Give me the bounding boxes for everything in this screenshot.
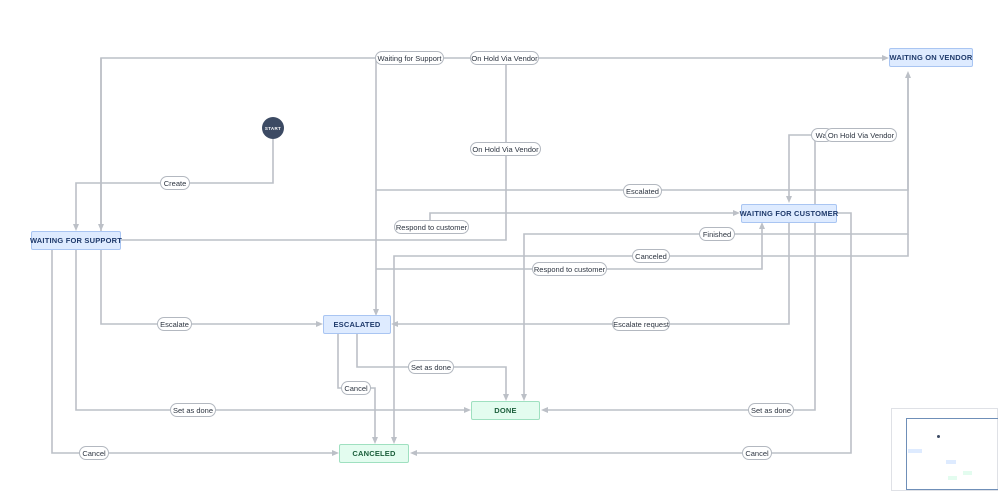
transition-cancel-right[interactable]: Cancel — [742, 446, 772, 460]
transition-set-as-done-mid[interactable]: Set as done — [408, 360, 454, 374]
status-canceled[interactable]: CANCELED — [339, 444, 409, 463]
status-label: DONE — [494, 406, 517, 415]
status-label: ESCALATED — [333, 320, 381, 329]
edge-escalate — [100, 250, 318, 325]
transition-escalated[interactable]: Escalated — [623, 184, 662, 198]
status-label: WAITING ON VENDOR — [889, 53, 973, 62]
start-label: START — [264, 125, 282, 131]
minimap-node — [963, 471, 972, 475]
edge-set-done-right — [546, 223, 816, 411]
edge-cancel-right — [415, 212, 852, 454]
minimap-viewport[interactable] — [906, 418, 998, 490]
edge-respond-top — [429, 212, 735, 227]
edge-respond-bottom — [376, 227, 763, 270]
transition-finished[interactable]: Finished — [699, 227, 735, 241]
transition-waiting-for-support[interactable]: Waiting for Support — [375, 51, 444, 65]
transition-cancel-mid[interactable]: Cancel — [341, 381, 371, 395]
status-waiting-for-support[interactable]: WAITING FOR SUPPORT — [29, 231, 123, 250]
edge-set-done-left — [75, 250, 466, 411]
status-waiting-for-customer[interactable]: WAITING FOR CUSTOMER — [739, 204, 839, 223]
status-label: CANCELED — [352, 449, 396, 458]
transition-canceled-mid[interactable]: Canceled — [632, 249, 670, 263]
transition-create[interactable]: Create — [160, 176, 190, 190]
minimap-start-dot — [937, 435, 940, 438]
transition-cancel-left[interactable]: Cancel — [79, 446, 109, 460]
minimap[interactable] — [891, 408, 998, 491]
status-done[interactable]: DONE — [471, 401, 540, 420]
status-waiting-on-vendor[interactable]: WAITING ON VENDOR — [889, 48, 973, 67]
transition-escalate[interactable]: Escalate — [157, 317, 192, 331]
transition-respond-bottom[interactable]: Respond to customer — [532, 262, 607, 276]
edge-on-hold-middle — [121, 58, 507, 241]
transition-escalate-request[interactable]: Escalate request — [612, 317, 670, 331]
status-escalated[interactable]: ESCALATED — [323, 315, 391, 334]
start-node[interactable]: START — [262, 117, 284, 139]
transition-set-as-done-right[interactable]: Set as done — [748, 403, 794, 417]
minimap-node — [908, 449, 922, 453]
transition-on-hold-right[interactable]: On Hold Via Vendor — [825, 128, 897, 142]
transition-on-hold-top[interactable]: On Hold Via Vendor — [470, 51, 539, 65]
status-label: WAITING FOR SUPPORT — [29, 236, 123, 245]
edge-cancel-left — [51, 250, 334, 454]
minimap-node — [948, 476, 957, 480]
transition-set-as-done-left[interactable]: Set as done — [170, 403, 216, 417]
transition-respond-top[interactable]: Respond to customer — [394, 220, 469, 234]
minimap-node — [946, 460, 956, 464]
edge-wai-loop — [788, 134, 816, 204]
edge-escalate-request — [396, 223, 790, 325]
transition-on-hold-middle[interactable]: On Hold Via Vendor — [470, 142, 541, 156]
status-label: WAITING FOR CUSTOMER — [739, 209, 839, 218]
